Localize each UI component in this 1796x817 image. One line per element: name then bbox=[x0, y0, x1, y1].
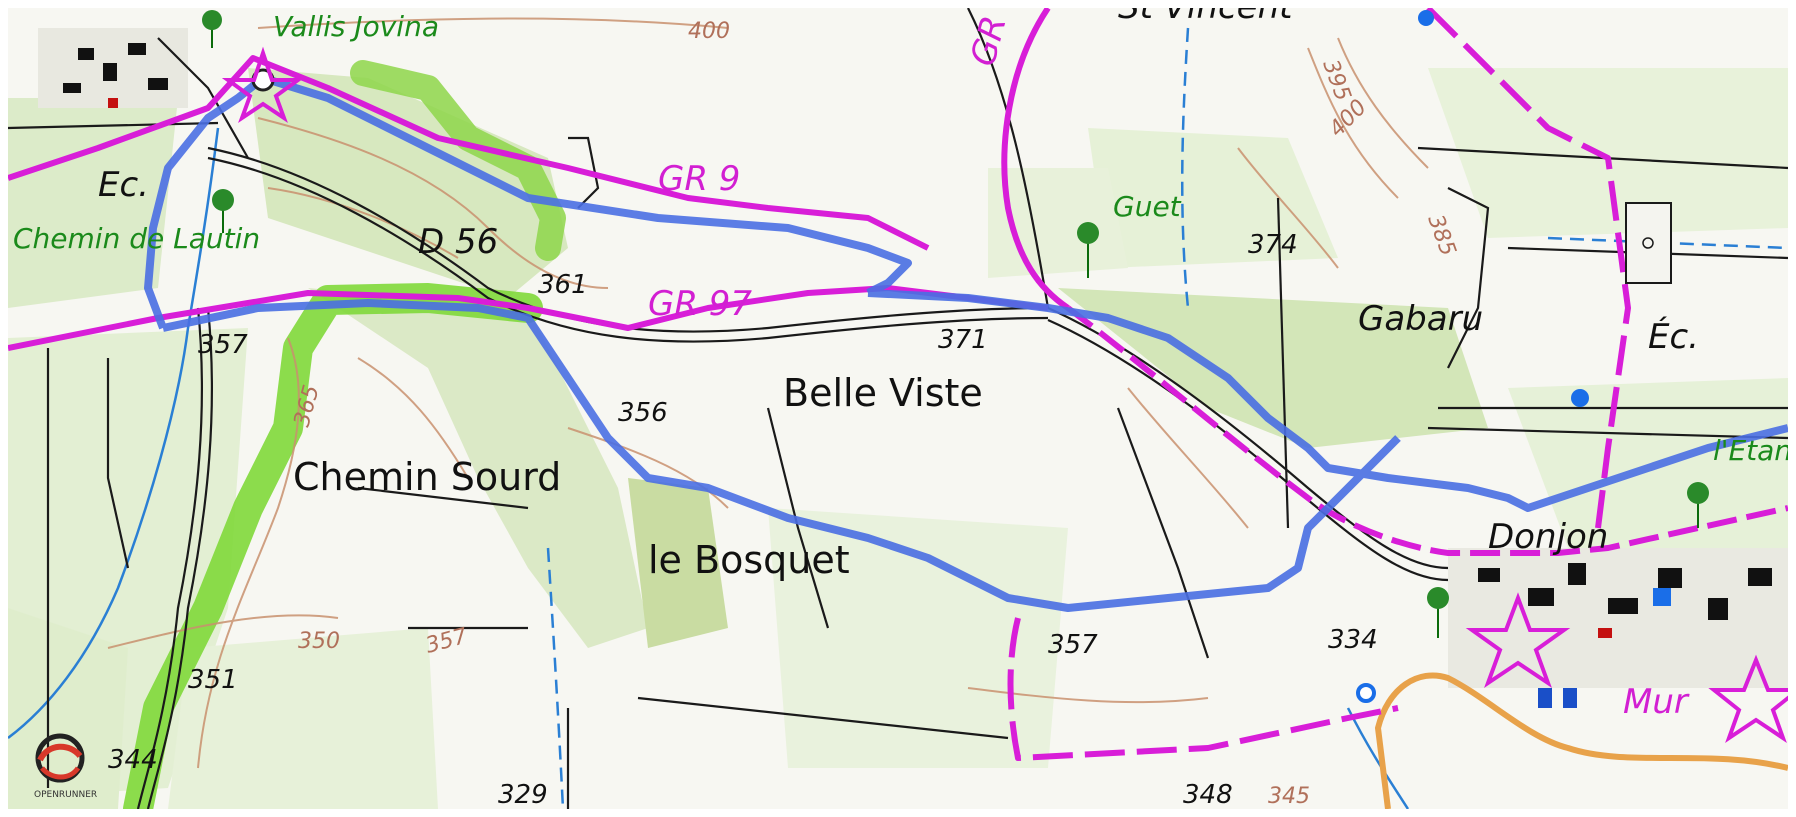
place-st-vincent: St Vincent bbox=[1118, 8, 1294, 27]
star-icon bbox=[1708, 654, 1788, 744]
altitude-374: 374 bbox=[1248, 230, 1298, 260]
altitude-371: 371 bbox=[938, 325, 988, 355]
village-right bbox=[1448, 548, 1788, 708]
contour-label-350: 350 bbox=[298, 629, 340, 654]
tree-icon bbox=[1687, 482, 1709, 528]
blue-point-markers bbox=[1356, 10, 1589, 703]
map-view[interactable]: Vallis Jovina St Vincent Ec. Chemin de L… bbox=[8, 8, 1788, 809]
road-d56-label: D 56 bbox=[418, 222, 498, 262]
gr-trails bbox=[8, 8, 1788, 761]
altitude-357-bottom: 357 bbox=[1048, 630, 1098, 660]
tree-icon bbox=[212, 189, 234, 233]
altitude-357-left: 357 bbox=[198, 330, 248, 360]
monument-stars bbox=[221, 46, 1788, 744]
place-gabaru: Gabaru bbox=[1358, 299, 1483, 339]
star-icon bbox=[221, 46, 305, 124]
trail-gr9-label: GR 9 bbox=[658, 159, 740, 199]
altitude-361: 361 bbox=[538, 270, 588, 300]
hiking-route bbox=[144, 74, 1788, 612]
tree-markers bbox=[202, 10, 1709, 638]
tree-icon bbox=[1077, 222, 1099, 278]
logo-text: OPENRUNNER bbox=[34, 790, 97, 800]
contour-label-345: 345 bbox=[1268, 784, 1310, 809]
star-icon bbox=[1465, 592, 1571, 689]
altitude-344: 344 bbox=[108, 745, 158, 775]
map-labels: Vallis Jovina St Vincent Ec. Chemin de L… bbox=[13, 8, 1788, 809]
place-chemin-de-lautin: Chemin de Lautin bbox=[13, 222, 260, 255]
place-guet: Guet bbox=[1113, 190, 1182, 223]
sports-field bbox=[1625, 202, 1672, 284]
tree-icon bbox=[1427, 587, 1449, 638]
altitude-351: 351 bbox=[188, 665, 238, 695]
altitude-334: 334 bbox=[1328, 625, 1378, 655]
altitude-329: 329 bbox=[498, 780, 548, 809]
contour-lines bbox=[107, 17, 1429, 769]
altitude-356: 356 bbox=[618, 398, 668, 428]
place-ec-left: Ec. bbox=[98, 165, 149, 205]
tree-icon bbox=[202, 10, 222, 48]
altitude-348: 348 bbox=[1183, 780, 1233, 809]
village-left bbox=[38, 28, 188, 108]
place-ec-right: Éc. bbox=[1648, 316, 1699, 357]
place-l-etang: l'Etan bbox=[1713, 434, 1788, 467]
place-mur: Mur bbox=[1623, 682, 1690, 722]
vegetation-areas bbox=[8, 68, 1788, 809]
place-belle-viste: Belle Viste bbox=[783, 371, 983, 415]
place-vallis-jovina: Vallis Jovina bbox=[273, 10, 439, 43]
place-chemin-sourd: Chemin Sourd bbox=[293, 455, 561, 499]
trail-gr97-label: GR 97 bbox=[648, 284, 752, 324]
openrunner-logo[interactable]: OPENRUNNER bbox=[34, 733, 97, 800]
contour-label-400-top: 400 bbox=[688, 19, 730, 44]
place-donjon: Donjon bbox=[1488, 517, 1608, 557]
place-le-bosquet: le Bosquet bbox=[648, 538, 850, 582]
openrunner-logo-icon bbox=[35, 733, 85, 783]
orange-road bbox=[1374, 672, 1788, 809]
